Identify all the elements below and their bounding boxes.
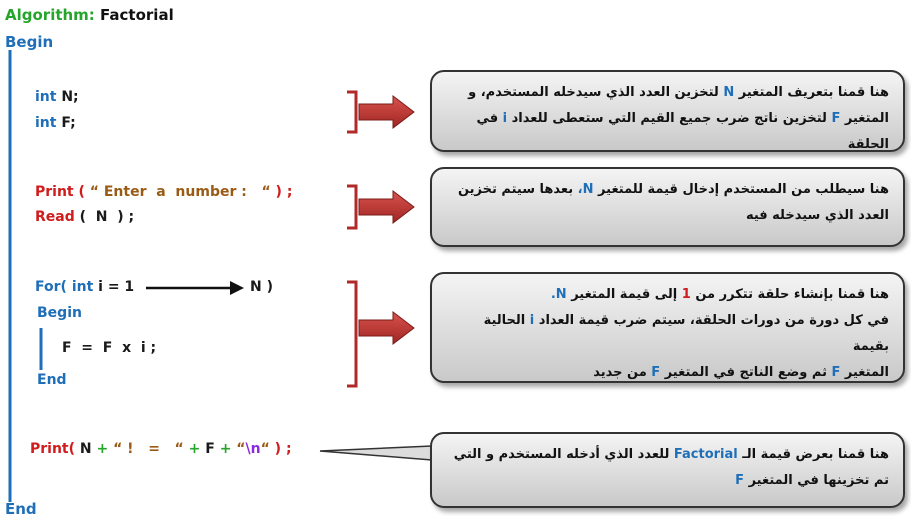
- note1-var-i: i: [502, 111, 508, 126]
- read-args: ( N ) ;: [79, 209, 135, 225]
- note2-text: هنا سيطلب من المستخدم إدخال قيمة للمتغير: [598, 182, 889, 197]
- print-paren-close: ) ;: [274, 441, 292, 457]
- print-paren-open: (: [78, 184, 85, 200]
- begin-keyword: Begin: [5, 33, 54, 51]
- quote-close: “: [260, 441, 270, 457]
- bracket-io: [347, 184, 358, 230]
- int-keyword: int: [71, 279, 94, 295]
- note4-text: تم تخزينها في المتغير: [748, 473, 889, 488]
- for-line: For( int i = 1: [35, 279, 134, 295]
- end-keyword: End: [5, 500, 37, 518]
- for-limit: N ): [250, 279, 273, 295]
- for-init: i = 1: [98, 279, 135, 295]
- note3-var-i: i: [529, 313, 535, 328]
- print-keyword: Print: [35, 184, 74, 200]
- read-keyword: Read: [35, 209, 75, 225]
- decl-f: F;: [61, 115, 76, 131]
- plus-op: +: [219, 441, 232, 457]
- note3-text: إلى قيمة المتغير: [571, 287, 678, 302]
- loop-begin-keyword: Begin: [37, 305, 82, 321]
- note-declarations: هنا قمنا بتعريف المتغير N لتخزين العدد ا…: [430, 70, 905, 152]
- note4-var-factorial: Factorial: [673, 447, 738, 462]
- int-keyword: int: [35, 89, 57, 105]
- note-loop: هنا قمنا بإنشاء حلقة تتكرر من 1 إلى قيمة…: [430, 272, 905, 383]
- algorithm-name: Factorial: [100, 6, 174, 24]
- print-prompt-line: Print ( “ Enter a number : “ ) ;: [35, 184, 292, 200]
- note3-text: الحالية بقيمة: [483, 313, 889, 354]
- arrow-declarations: [358, 94, 415, 130]
- note4-var-f: F: [735, 473, 745, 488]
- var-f: F: [205, 441, 215, 457]
- note3-text: من جديد: [593, 365, 647, 380]
- print-paren-open: (: [68, 441, 76, 457]
- note3-text: المتغير: [844, 365, 889, 380]
- note3-text: ثم وضع الناتج في المتغير: [664, 365, 827, 380]
- plus-op: +: [188, 441, 201, 457]
- for-paren-open: (: [60, 279, 67, 295]
- note1-var-f: F: [831, 111, 841, 126]
- note3-var-f: F: [831, 365, 841, 380]
- bracket-declarations: [347, 90, 358, 134]
- note-output: هنا قمنا بعرض قيمة الـ Factorial للعدد ا…: [430, 432, 905, 508]
- quote-open: “: [236, 441, 246, 457]
- note1-text: في الحلقة: [476, 111, 889, 152]
- note3-var-n: N.: [550, 287, 567, 302]
- note4-text: هنا قمنا بعرض قيمة الـ: [742, 447, 889, 462]
- for-keyword: For: [35, 279, 61, 295]
- note4-text: للعدد الذي أدخله المستخدم و التي: [453, 447, 670, 462]
- arrow-loop: [358, 310, 415, 346]
- decl-line-1: int N;: [35, 89, 79, 105]
- note2-text: العدد الذي سيدخله فيه: [745, 208, 889, 223]
- note1-var-n: N: [723, 85, 735, 100]
- print-paren-close: ) ;: [275, 184, 293, 200]
- read-line: Read ( N ) ;: [35, 209, 134, 225]
- loop-end-keyword: End: [37, 372, 67, 388]
- note-io: هنا سيطلب من المستخدم إدخال قيمة للمتغير…: [430, 167, 905, 247]
- for-range-arrow-head: [230, 281, 244, 295]
- note3-text: في كل دورة من دورات الحلقة، سيتم ضرب قيم…: [538, 313, 889, 328]
- note2-text: بعدها سيتم تخزين: [457, 182, 574, 197]
- plus-op: +: [96, 441, 109, 457]
- note3-var-f: F: [651, 365, 661, 380]
- algorithm-label: Algorithm:: [5, 6, 95, 24]
- prompt-string: “ Enter a number : “: [89, 184, 271, 200]
- decl-line-2: int F;: [35, 115, 76, 131]
- int-keyword: int: [35, 115, 57, 131]
- note1-text: لتخزين ناتج ضرب جميع القيم التي ستعطى لل…: [511, 111, 827, 126]
- var-n: N: [79, 441, 92, 457]
- note1-text: هنا قمنا بتعريف المتغير: [738, 85, 889, 100]
- note3-num: 1: [681, 287, 691, 302]
- factorial-string: “ ! = “: [113, 441, 184, 457]
- note4-pointer: [319, 445, 433, 461]
- newline-escape: \n: [245, 441, 261, 457]
- note1-text: لتخزين العدد الذي سيدخله المستخدم، و: [468, 85, 719, 100]
- loop-body: F = F x i ;: [62, 340, 157, 356]
- note3-text: هنا قمنا بإنشاء حلقة تتكرر من: [695, 287, 889, 302]
- print-keyword: Print: [30, 441, 69, 457]
- print-result-line: Print( N + “ ! = “ + F + “\n“ ) ;: [30, 441, 292, 457]
- decl-n: N;: [61, 89, 79, 105]
- algorithm-header: Algorithm: Factorial: [5, 6, 174, 24]
- bracket-loop: [347, 280, 358, 388]
- arrow-io: [358, 189, 415, 225]
- note2-var-n: N،: [577, 182, 594, 197]
- note1-text: المتغير: [844, 111, 889, 126]
